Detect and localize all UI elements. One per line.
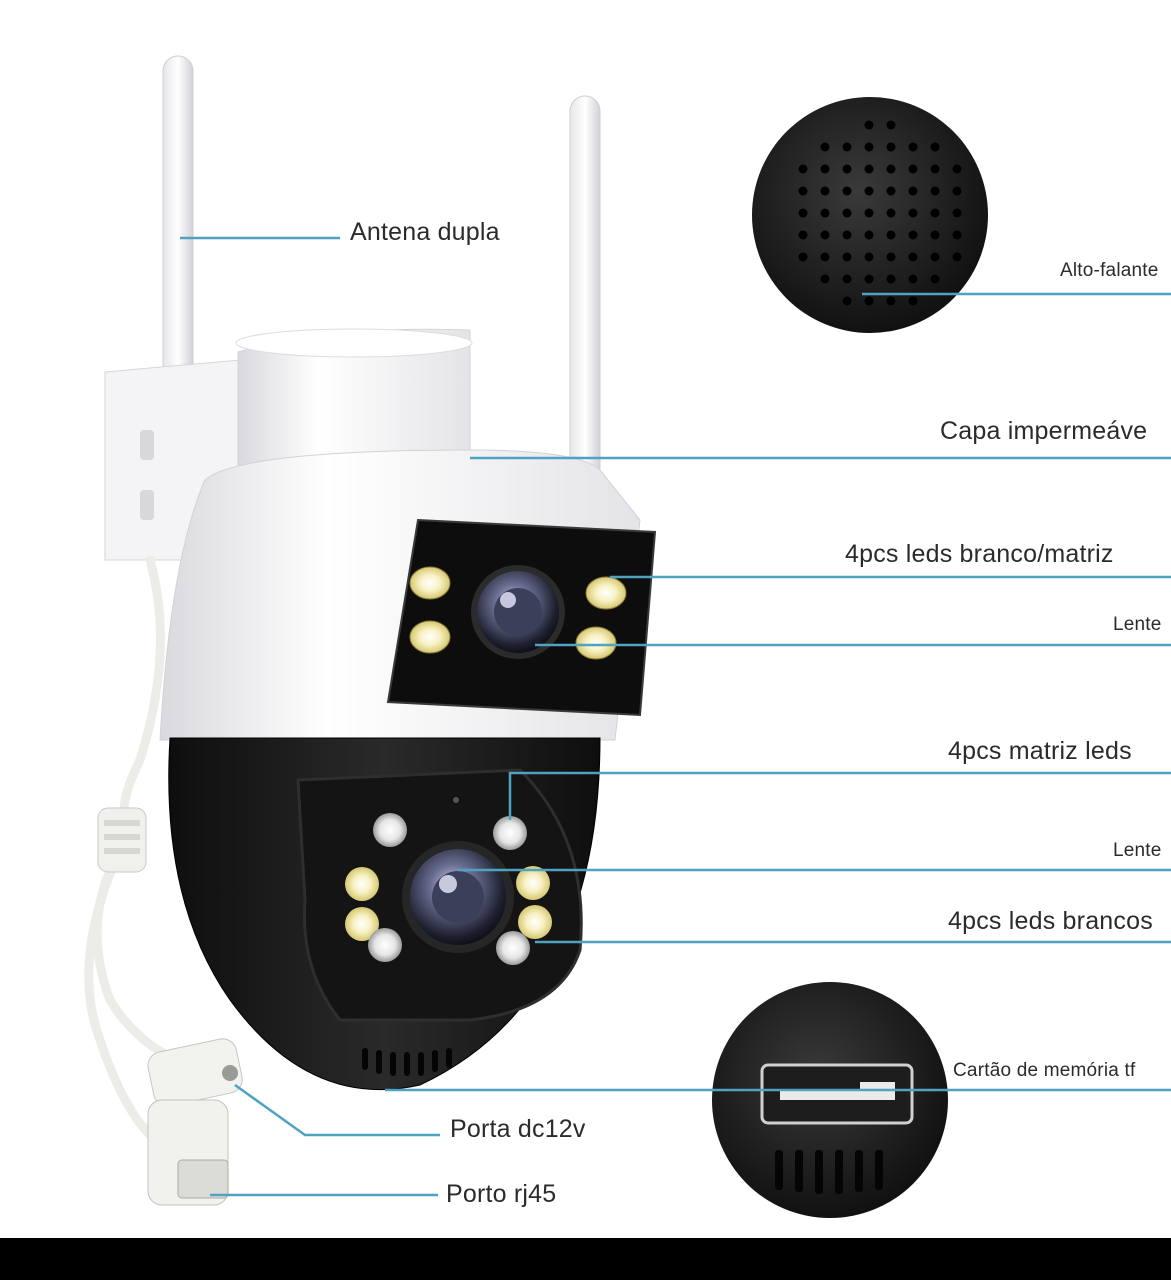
speaker-hole: [886, 296, 896, 306]
speaker-hole: [952, 164, 962, 174]
speaker-hole: [842, 252, 852, 262]
white-leds-label: 4pcs leds brancos: [948, 907, 1153, 935]
speaker-hole: [842, 274, 852, 284]
speaker-hole: [930, 142, 940, 152]
speaker-hole: [864, 120, 874, 130]
top-lens-label: Lente: [1113, 614, 1162, 635]
vent: [362, 1048, 452, 1076]
speaker-hole: [930, 230, 940, 240]
speaker-hole: [886, 274, 896, 284]
speaker-hole: [820, 142, 830, 152]
led-icon: [409, 620, 451, 654]
led-icon: [368, 928, 402, 962]
matrix-leds-label: 4pcs matriz leds: [948, 737, 1132, 765]
rj45-connector: [147, 1099, 229, 1206]
speaker-hole: [908, 296, 918, 306]
speaker-hole: [908, 252, 918, 262]
speaker-hole: [930, 208, 940, 218]
speaker-hole: [952, 252, 962, 262]
speaker-hole: [798, 208, 808, 218]
cable-splitter: [97, 807, 147, 873]
led-icon: [585, 576, 627, 610]
antenna-right: [569, 95, 601, 497]
bottom-bar: [0, 1238, 1171, 1280]
speaker-hole: [864, 208, 874, 218]
speaker-hole: [842, 296, 852, 306]
speaker-hole: [798, 230, 808, 240]
speaker-hole: [930, 252, 940, 262]
speaker-hole: [864, 142, 874, 152]
led-icon: [345, 907, 379, 941]
led-icon: [575, 626, 617, 660]
led-icon: [373, 813, 407, 847]
speaker-hole: [886, 164, 896, 174]
top-mount: [235, 328, 473, 471]
speaker-hole: [842, 164, 852, 174]
led-icon: [518, 905, 552, 939]
speaker-hole: [952, 230, 962, 240]
upper-faceplate: [386, 518, 657, 717]
speaker-hole: [842, 186, 852, 196]
speaker-hole: [820, 252, 830, 262]
led-icon: [493, 816, 527, 850]
speaker-hole: [798, 252, 808, 262]
speaker-hole: [820, 274, 830, 284]
led-icon: [516, 866, 550, 900]
speaker-hole: [908, 142, 918, 152]
speaker-hole: [864, 296, 874, 306]
speaker-hole: [952, 208, 962, 218]
speaker-hole: [886, 186, 896, 196]
lower-housing: [168, 737, 601, 1091]
speaker-hole: [798, 164, 808, 174]
speaker-hole: [820, 186, 830, 196]
speaker-hole: [864, 186, 874, 196]
speaker-hole: [864, 164, 874, 174]
top-leds-label: 4pcs leds branco/matriz: [845, 540, 1114, 568]
rj45-port-label: Porto rj45: [446, 1180, 557, 1208]
speaker-hole: [886, 230, 896, 240]
speaker-hole: [798, 186, 808, 196]
speaker-hole: [886, 208, 896, 218]
speaker-hole: [864, 230, 874, 240]
speaker-hole: [886, 252, 896, 262]
speaker-hole: [820, 164, 830, 174]
speaker-hole: [930, 186, 940, 196]
antenna-label: Antena dupla: [350, 218, 500, 246]
cover-label: Capa impermeáve: [940, 417, 1148, 445]
bottom-lens-label: Lente: [1113, 840, 1162, 861]
speaker-hole: [886, 120, 896, 130]
callout-lines: [180, 236, 1171, 1197]
speaker-hole: [820, 230, 830, 240]
led-icon: [409, 566, 451, 600]
speaker-hole: [930, 274, 940, 284]
dc-connector: [147, 1038, 243, 1107]
speaker-hole: [842, 208, 852, 218]
speaker-hole: [864, 274, 874, 284]
speaker-hole: [820, 208, 830, 218]
speaker-hole: [908, 274, 918, 284]
speaker-label: Alto-falante: [1060, 260, 1159, 281]
speaker-hole: [842, 230, 852, 240]
speaker-hole: [908, 230, 918, 240]
speaker-hole: [842, 142, 852, 152]
led-icon: [345, 867, 379, 901]
speaker-hole: [908, 208, 918, 218]
speaker-hole: [864, 252, 874, 262]
memory-card-label: Cartão de memória tf: [953, 1060, 1136, 1081]
speaker-inset: [752, 97, 988, 333]
speaker-hole: [930, 164, 940, 174]
memory-card-inset: [712, 982, 948, 1218]
led-icon: [496, 931, 530, 965]
dc-port-label: Porta dc12v: [450, 1115, 586, 1143]
speaker-hole: [886, 142, 896, 152]
speaker-hole: [908, 164, 918, 174]
speaker-hole: [952, 186, 962, 196]
speaker-hole: [908, 186, 918, 196]
